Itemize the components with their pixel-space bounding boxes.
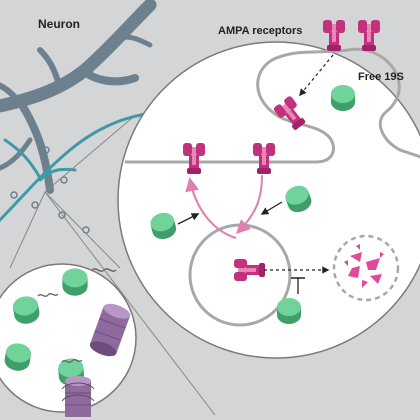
- ampa-receptor-icon: [323, 20, 345, 51]
- free-19s-icon: [331, 85, 355, 111]
- ampa-receptor-icon: [358, 20, 380, 51]
- neuron-label: Neuron: [38, 17, 80, 31]
- degraded-fragments-icon: [344, 244, 384, 288]
- proteasome-26s-icon: [89, 303, 131, 357]
- ampa-receptors-label: AMPA receptors: [218, 25, 302, 37]
- free-19s-icon: [62, 268, 88, 296]
- synaptic-membrane: [125, 47, 420, 164]
- proteasome-inset-contents: [3, 268, 131, 417]
- dendrite-tree: [0, 0, 157, 194]
- degradation-vesicle: [332, 234, 400, 302]
- zoom-connectors: [9, 117, 216, 416]
- free-19s-label: Free 19S: [358, 71, 404, 83]
- pathway-arrows: [177, 54, 334, 294]
- free-19s-icon: [277, 298, 301, 324]
- proteasome-26s-icon: [61, 376, 95, 417]
